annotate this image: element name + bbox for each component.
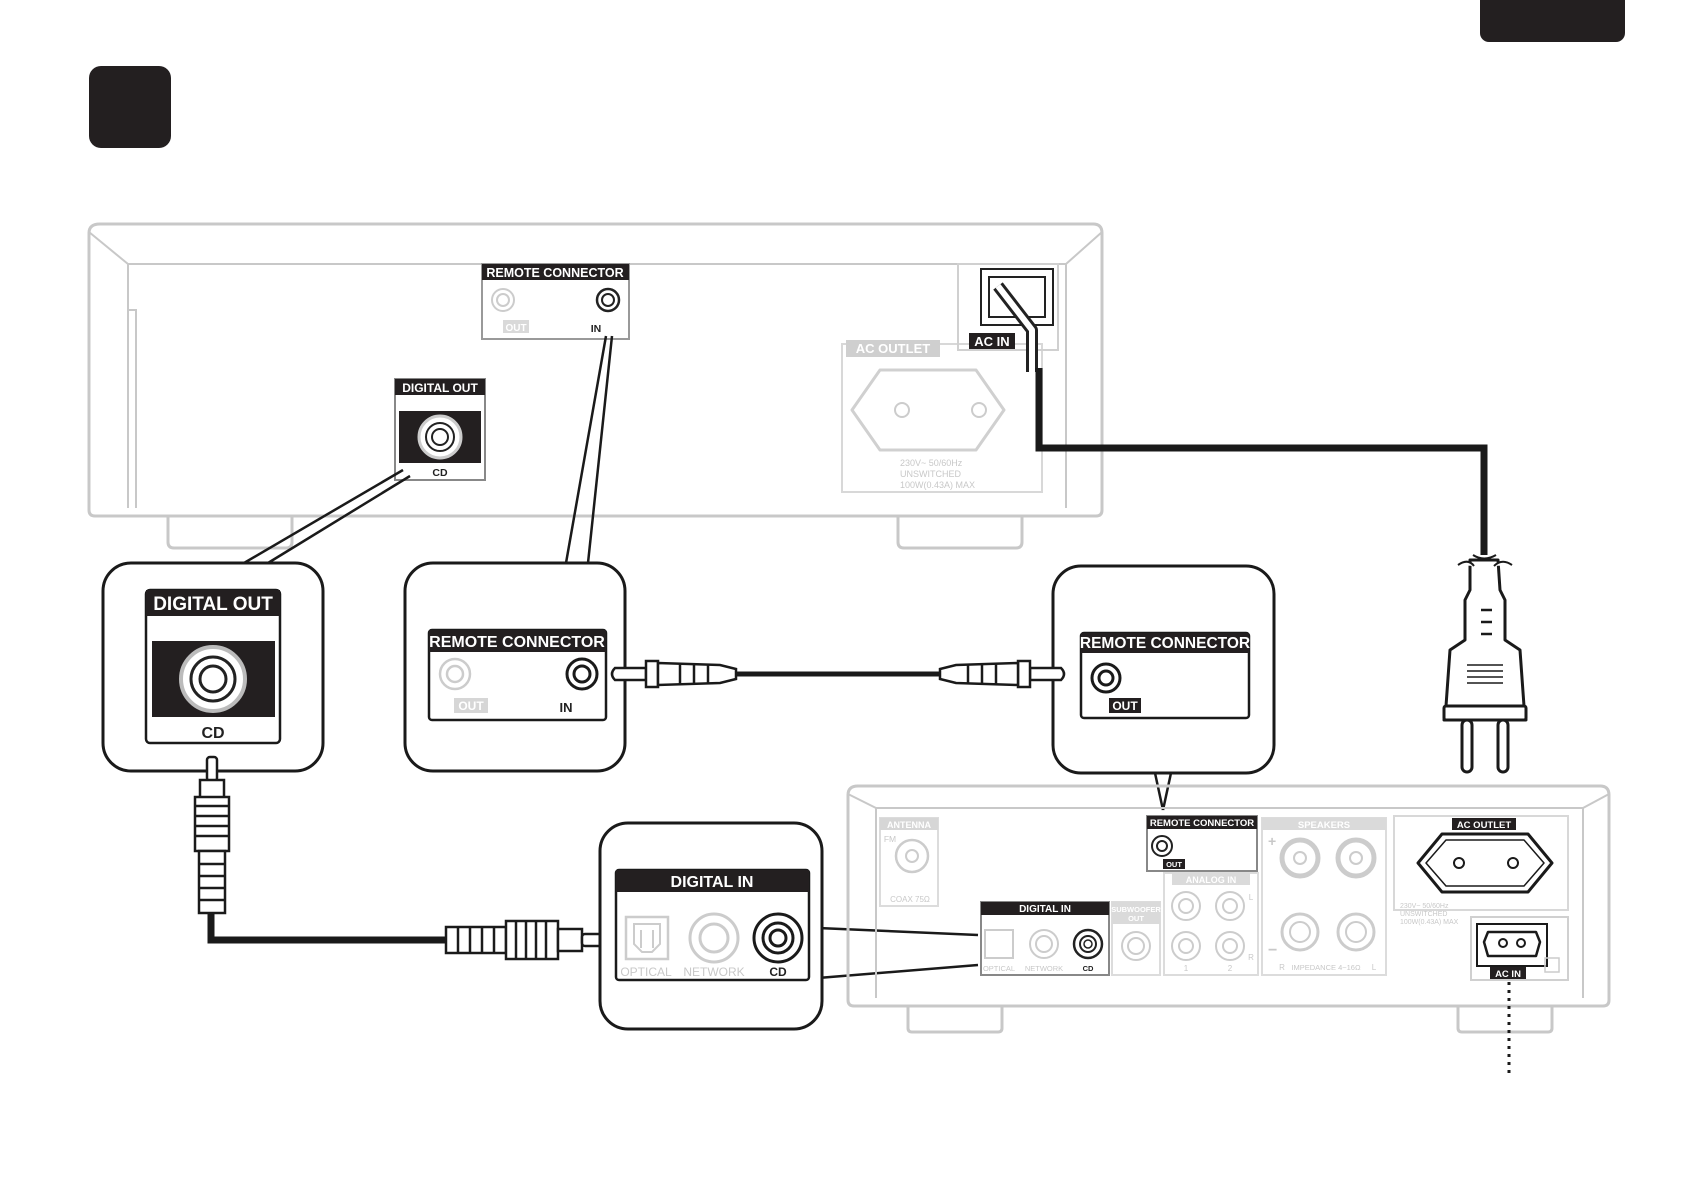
receiver-ac-in-label: AC IN [1495,969,1521,980]
zoom-remote-out: REMOTE CONNECTOR OUT [1051,564,1276,775]
cd-power-cable [993,282,1488,560]
receiver-digital-in: DIGITAL IN OPTICAL NETWORK CD [980,901,1110,976]
receiver-antenna-coax: COAX 75Ω [890,895,930,904]
receiver-analog-ch2: 2 [1228,964,1233,973]
zoom-remote-in: REMOTE CONNECTOR OUT IN [403,561,627,773]
cd-remote-in-jack [595,287,621,313]
zoom-remote-out-title: REMOTE CONNECTOR [1080,635,1250,652]
receiver-subwoofer: SUBWOOFER OUT [1111,901,1161,976]
receiver-ac-outlet-spec1: 230V~ 50/60Hz [1400,903,1449,910]
receiver-network-label: NETWORK [1025,964,1063,973]
receiver-remote-out-jack [1151,835,1173,857]
zoom-digital-out-sub: CD [201,725,224,742]
cd-ac-outlet-spec1: 230V~ 50/60Hz [900,458,963,468]
zoom-digital-out: DIGITAL OUT CD [101,561,325,773]
receiver-speakers: SPEAKERS + − R IMPEDANCE 4~16Ω L [1261,817,1387,976]
zoom-digital-out-title: DIGITAL OUT [153,594,273,615]
receiver-analog-r: R [1248,953,1254,962]
receiver-remote-out-label: OUT [1166,860,1182,869]
cd-ac-outlet-spec2: UNSWITCHED [900,469,961,479]
receiver-speakers-minus: − [1268,942,1277,959]
zoom-network-label: NETWORK [683,965,744,979]
zoom-remote-in-title: REMOTE CONNECTOR [429,634,605,651]
zoom-remote-in-in-label: IN [560,700,573,715]
receiver-analog-in: ANALOG IN L R 1 2 [1163,872,1259,976]
receiver-subwoofer-line2: OUT [1128,914,1144,923]
cd-player [87,222,1104,550]
cd-remote-connector-panel: REMOTE CONNECTOR OUT IN [481,263,630,340]
receiver-antenna-title: ANTENNA [887,820,931,830]
step-badge [89,66,171,148]
power-plug [1442,554,1528,774]
zoom-digital-in-title: DIGITAL IN [671,874,754,891]
zoom-optical-port [624,915,670,961]
receiver-antenna: ANTENNA FM COAX 75Ω [879,817,939,907]
receiver-analog-title: ANALOG IN [1186,875,1237,885]
cd-digital-out-title: DIGITAL OUT [402,381,478,395]
zoom-optical-label: OPTICAL [620,965,672,979]
cd-ac-in-label: AC IN [974,334,1009,349]
cd-ac-outlet-title: AC OUTLET [856,341,930,356]
cd-digital-out-panel: DIGITAL OUT CD [394,378,486,481]
receiver-antenna-fm: FM [884,834,896,844]
receiver-speakers-r: R [1279,963,1285,972]
remote-cable [610,659,1066,689]
receiver-ac-in: AC IN [1470,916,1569,981]
callout-lines [243,335,1173,980]
receiver-speakers-impedance: IMPEDANCE 4~16Ω [1291,963,1361,972]
receiver-speakers-plus: + [1268,833,1276,849]
receiver-ac-outlet-title: AC OUTLET [1457,820,1512,831]
zoom-remote-out-jack-dim [438,657,472,691]
zoom-digital-in: DIGITAL IN OPTICAL NETWORK CD [598,821,824,1031]
receiver-cd-label: CD [1083,964,1094,973]
receiver-ac-outlet-spec2: UNSWITCHED [1400,911,1447,918]
coaxial-cable [193,755,608,961]
receiver-optical-label: OPTICAL [983,964,1015,973]
receiver-analog-ch1: 1 [1184,964,1189,973]
zoom-remote-in-out-label: OUT [458,699,484,713]
receiver-fm-jack [894,838,930,874]
cd-remote-in-label: IN [591,323,602,335]
receiver-analog-l: L [1249,893,1254,902]
zoom-remote-out-label: OUT [1112,699,1138,713]
cd-ac-in: AC IN [957,263,1059,351]
cd-remote-out-jack [491,288,515,312]
zoom-network-jack [688,912,740,964]
receiver-remote-title: REMOTE CONNECTOR [1150,818,1254,829]
cd-ac-outlet-spec3: 100W(0.43A) MAX [900,480,975,490]
zoom-cd-label: CD [769,965,787,979]
receiver-subwoofer-line1: SUBWOOFER [1111,905,1161,914]
cd-remote-out-label: OUT [505,323,526,334]
zoom-remote-in-jack [565,657,599,691]
zoom-cd-jack [752,912,804,964]
receiver [846,784,1611,1034]
receiver-speakers-title: SPEAKERS [1298,820,1350,831]
receiver-ac-outlet: AC OUTLET 230V~ 50/60Hz UNSWITCHED 100W(… [1393,815,1569,926]
cd-ac-outlet: AC OUTLET 230V~ 50/60Hz UNSWITCHED 100W(… [841,340,1043,493]
cd-remote-connector-title: REMOTE CONNECTOR [486,266,623,280]
receiver-remote-connector: REMOTE CONNECTOR OUT [1146,815,1258,872]
zoom-remote-out-jack [1090,662,1122,694]
corner-tab [1480,0,1625,42]
receiver-speakers-l: L [1372,963,1377,972]
receiver-cd-jack [1072,928,1104,960]
receiver-digital-in-title: DIGITAL IN [1019,904,1071,915]
receiver-ac-outlet-spec3: 100W(0.43A) MAX [1400,919,1459,926]
cd-digital-out-sub: CD [432,467,448,479]
